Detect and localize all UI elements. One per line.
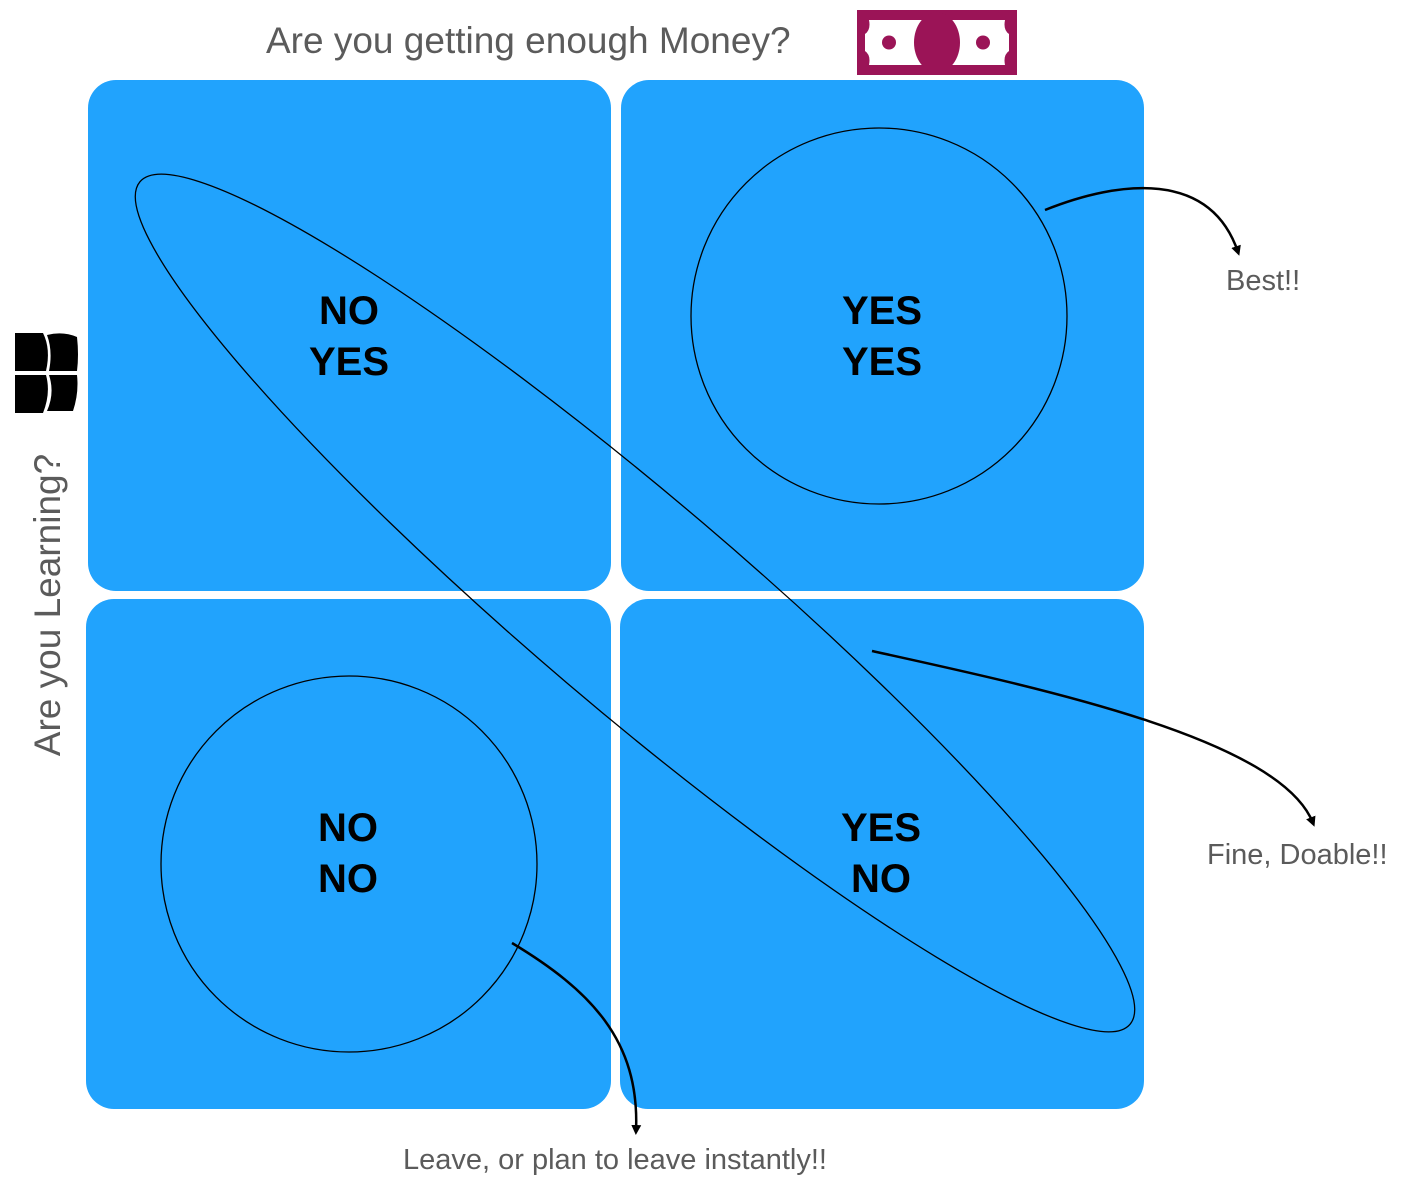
quadrant-bottom-left-text: NO NO (248, 803, 448, 905)
learning-question-label: Are you Learning? (27, 453, 68, 757)
money-answer: NO (319, 289, 379, 333)
learning-answer: YES (308, 340, 390, 384)
money-answer: YES (841, 289, 923, 333)
learning-answer: NO (851, 857, 911, 901)
money-bill-icon (857, 10, 1017, 75)
money-answer: NO (318, 806, 378, 850)
money-question-title: Are you getting enough Money? (266, 20, 791, 61)
fine-note: Fine, Doable!! (1207, 839, 1388, 871)
learning-answer: NO (318, 857, 378, 901)
quadrant-bottom-right-text: YES NO (781, 803, 981, 905)
quadrant-top-right-text: YES YES (782, 286, 982, 388)
learning-answer: YES (841, 340, 923, 384)
leave-note: Leave, or plan to leave instantly!! (403, 1144, 827, 1176)
book-icon (15, 333, 78, 413)
quadrant-top-left-text: NO YES (249, 286, 449, 388)
best-note: Best!! (1226, 265, 1301, 297)
money-answer: YES (840, 806, 922, 850)
